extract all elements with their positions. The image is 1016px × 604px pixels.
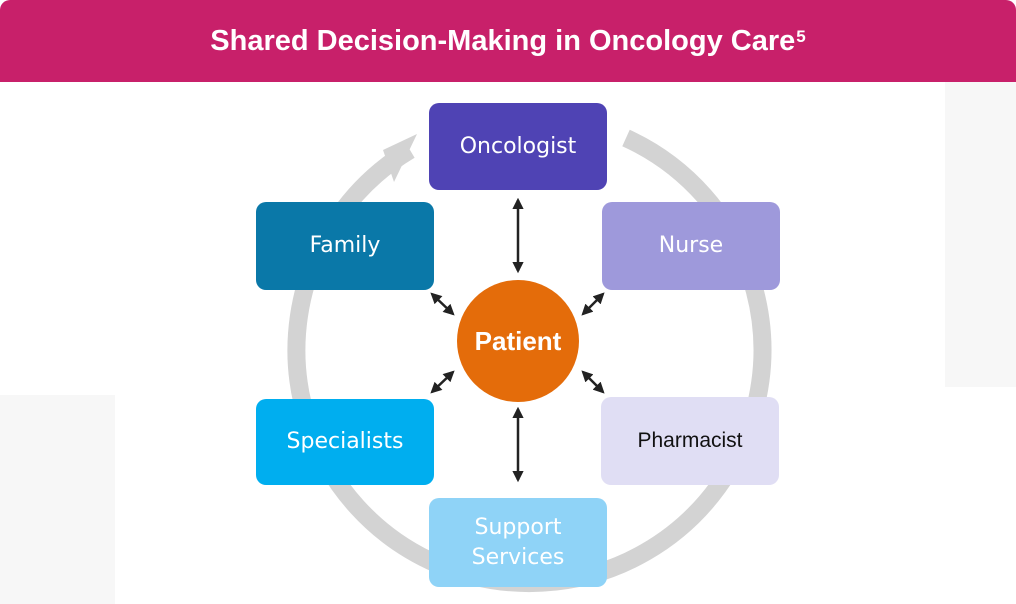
node-pharmacist-label: Pharmacist — [637, 428, 743, 452]
node-nurse: Nurse — [602, 202, 780, 290]
connector-arrow-nurse — [581, 292, 605, 316]
node-support-services-label: Support Services — [471, 514, 565, 570]
node-family: Family — [256, 202, 434, 290]
node-support-services: Support Services — [429, 498, 607, 587]
node-specialists: Specialists — [256, 399, 434, 485]
node-patient: Patient — [457, 280, 579, 402]
node-nurse-label: Nurse — [658, 233, 724, 259]
connector-arrow-family — [430, 292, 455, 316]
node-pharmacist: Pharmacist — [601, 397, 779, 485]
cycle-arrowhead — [383, 134, 417, 182]
page-title: Shared Decision-Making in Oncology Care — [210, 24, 796, 57]
background-panel-left — [0, 395, 115, 604]
node-patient-label: Patient — [474, 325, 562, 356]
background-panel-right — [945, 82, 1016, 387]
connector-arrows — [430, 197, 605, 483]
connector-arrow-specialists — [430, 370, 455, 394]
node-specialists-label: Specialists — [286, 429, 404, 455]
node-family-label: Family — [309, 233, 381, 259]
connector-arrow-pharmacist — [581, 370, 605, 394]
node-oncologist-label: Oncologist — [459, 133, 577, 159]
node-oncologist: Oncologist — [429, 103, 607, 190]
title-footnote-marker: 5 — [796, 27, 806, 46]
